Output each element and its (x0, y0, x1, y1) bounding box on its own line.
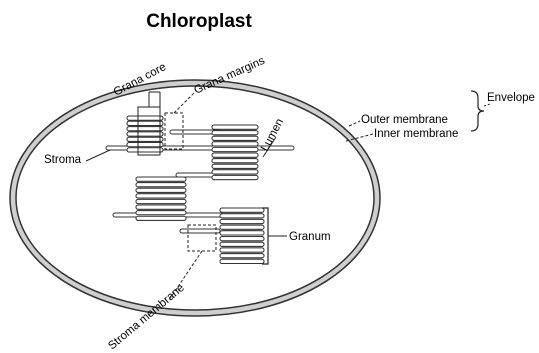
thylakoid-disc (220, 219, 264, 223)
thylakoid-disc (212, 175, 258, 179)
thylakoid-disc (220, 242, 264, 246)
thylakoid-disc (136, 216, 186, 220)
thylakoid-disc (212, 159, 258, 163)
thylakoid-disc (127, 132, 163, 136)
thylakoid-disc (127, 148, 163, 152)
inner-membrane-label: Inner membrane (374, 128, 458, 140)
thylakoid-disc (127, 143, 163, 147)
envelope-label: Envelope (487, 92, 535, 104)
thylakoid-disc (220, 259, 264, 263)
envelope-pointer (484, 104, 490, 106)
thylakoid-disc (127, 127, 163, 131)
stroma-lamella (176, 173, 216, 177)
thylakoid-disc (136, 177, 186, 181)
diagram-title: Chloroplast (146, 11, 252, 32)
thylakoid-disc (212, 153, 258, 157)
granum-label: Granum (289, 231, 331, 243)
thylakoid-disc (212, 142, 258, 146)
thylakoid-disc (136, 188, 186, 192)
stroma-lamella (180, 229, 220, 233)
thylakoid-disc (136, 183, 186, 187)
outer-membrane-label: Outer membrane (361, 114, 448, 126)
thylakoid-disc (220, 208, 264, 212)
thylakoid-disc (127, 121, 163, 125)
outer-membrane-pointer (349, 121, 360, 126)
thylakoid-disc (136, 205, 186, 209)
thylakoid-disc (220, 225, 264, 229)
thylakoid-disc (220, 248, 264, 252)
envelope-brace (471, 91, 484, 131)
thylakoid-disc (220, 237, 264, 241)
thylakoid-disc (220, 231, 264, 235)
thylakoid-disc (220, 254, 264, 258)
thylakoid-disc (136, 194, 186, 198)
thylakoid-disc (212, 125, 258, 129)
thylakoid-disc (212, 136, 258, 140)
thylakoid-disc (212, 147, 258, 151)
thylakoid-disc (127, 137, 163, 141)
thylakoid-disc (212, 170, 258, 174)
thylakoid-disc (136, 211, 186, 215)
thylakoid-disc (212, 131, 258, 135)
thylakoid-disc (127, 116, 163, 120)
inner-membrane (16, 86, 374, 310)
thylakoid-disc (212, 164, 258, 168)
thylakoid-disc (136, 199, 186, 203)
stroma-label: Stroma (44, 154, 82, 166)
thylakoid-disc (220, 214, 264, 218)
